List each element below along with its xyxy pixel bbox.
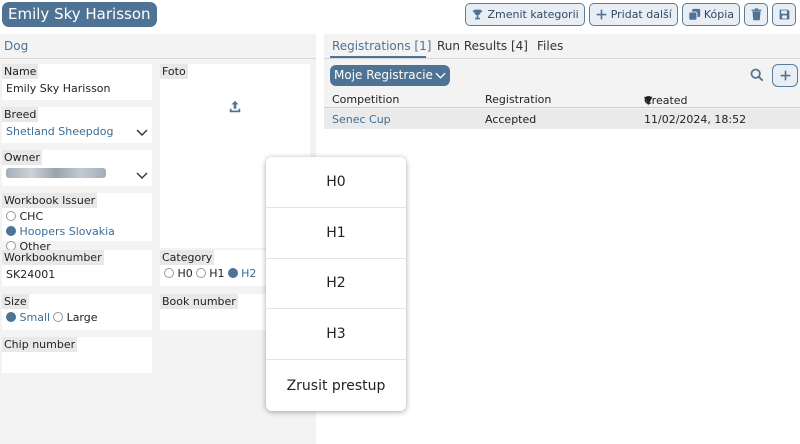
chevron-down-icon [136,129,148,136]
menu-item-h3[interactable]: H3 [266,309,406,361]
upload-icon[interactable] [228,100,242,114]
table-header: Competition Registration Created On▼ [324,92,800,120]
chip-number-label: Chip number [2,337,78,352]
size-label: Size [2,294,29,309]
trash-icon [751,8,761,21]
trophy-icon [473,9,483,20]
page-title: Emily Sky Harisson [2,2,157,27]
toolbar: Zmenit kategorii Pridat další Kópia [465,3,796,26]
registration-status: Accepted [485,113,537,126]
radio-icon [164,268,174,278]
breed-value: Shetland Sheepdog [6,125,114,138]
breed-label: Breed [2,107,39,122]
chevron-down-icon [435,72,446,79]
change-category-label: Zmenit kategorii [487,8,579,21]
category-label: Category [160,250,215,265]
save-button[interactable] [772,3,796,26]
category-option-h2[interactable]: H2 [227,267,256,280]
copy-button[interactable]: Kópia [681,3,740,26]
owner-label: Owner [2,150,42,165]
menu-item-h0[interactable]: H0 [266,157,406,208]
copy-icon [688,8,700,21]
size-option-large[interactable]: Large [53,311,98,324]
tab-divider [0,58,316,59]
size-option-small[interactable]: Small [6,311,50,324]
owner-value [2,165,152,181]
column-registration[interactable]: Registration [485,93,552,106]
issuer-option-hoopers[interactable]: Hoopers Slovakia [6,225,115,238]
foto-label: Foto [160,64,188,79]
menu-item-cancel-transfer[interactable]: Zrusit prestup [286,377,386,394]
menu-item-h2[interactable]: H2 [266,259,406,310]
workbook-issuer-field: Workbook Issuer CHC Hoopers Slovakia Oth… [2,193,152,253]
name-value: Emily Sky Harisson [6,82,111,95]
table-row[interactable]: Senec Cup Accepted 11/02/2024, 18:52 [324,109,800,129]
registrations-select-value: Moje Registracie [334,68,433,82]
change-category-button[interactable]: Zmenit kategorii [465,3,585,26]
name-field[interactable]: Name Emily Sky Harisson [2,64,152,100]
tab-dog[interactable]: Dog [4,39,29,53]
sort-desc-icon: ▼ [644,94,653,107]
category-option-h1[interactable]: H1 [195,267,225,280]
add-another-label: Pridat další [610,8,672,21]
radio-selected-icon [6,226,16,236]
competition-link[interactable]: Senec Cup [332,113,391,126]
owner-select[interactable]: Owner [2,150,152,186]
tab-divider [324,58,800,59]
tab-run-results[interactable]: Run Results [4] [437,39,528,53]
breed-select[interactable]: Breed Shetland Sheepdog [2,107,152,143]
issuer-option-chc[interactable]: CHC [6,210,43,223]
radio-icon [6,211,16,221]
copy-label: Kópia [703,8,734,21]
column-competition[interactable]: Competition [332,93,400,106]
radio-icon [53,312,64,322]
plus-icon [596,9,607,20]
active-tab-indicator [330,56,426,58]
radio-selected-icon [227,268,238,278]
registrations-select[interactable]: Moje Registracie [330,65,450,86]
add-another-button[interactable]: Pridat další [588,3,678,26]
book-number-label: Book number [160,294,238,309]
chevron-down-icon [136,172,148,179]
workbooknumber-label: Workbooknumber [2,250,104,265]
tab-registrations[interactable]: Registrations [1] [332,39,432,53]
menu-item-h1[interactable]: H1 [266,208,406,259]
size-field: Size Small Large [2,294,152,330]
radio-icon [195,268,206,278]
category-option-h0[interactable]: H0 [164,267,193,280]
workbook-issuer-radios: CHC Hoopers Slovakia Other [2,208,152,253]
radio-selected-icon [6,312,16,322]
workbooknumber-value: SK24001 [6,268,56,281]
created-on-value: 11/02/2024, 18:52 [644,113,747,126]
plus-icon [780,70,790,81]
chip-number-field[interactable]: Chip number [2,337,152,373]
category-radios: H0 H1 H2 [160,265,310,280]
tab-files[interactable]: Files [537,39,564,53]
size-radios: Small Large [2,309,152,324]
save-icon [779,9,789,20]
name-label: Name [2,64,39,79]
add-registration-button[interactable] [772,64,798,87]
workbook-issuer-label: Workbook Issuer [2,193,98,208]
category-popup-menu: H0 H1 H2 H3 Zrusit prestup [266,157,406,411]
search-icon[interactable] [750,68,764,82]
workbooknumber-field[interactable]: Workbooknumber SK24001 [2,250,152,286]
delete-button[interactable] [744,3,768,26]
blurred-owner-name [6,168,106,178]
